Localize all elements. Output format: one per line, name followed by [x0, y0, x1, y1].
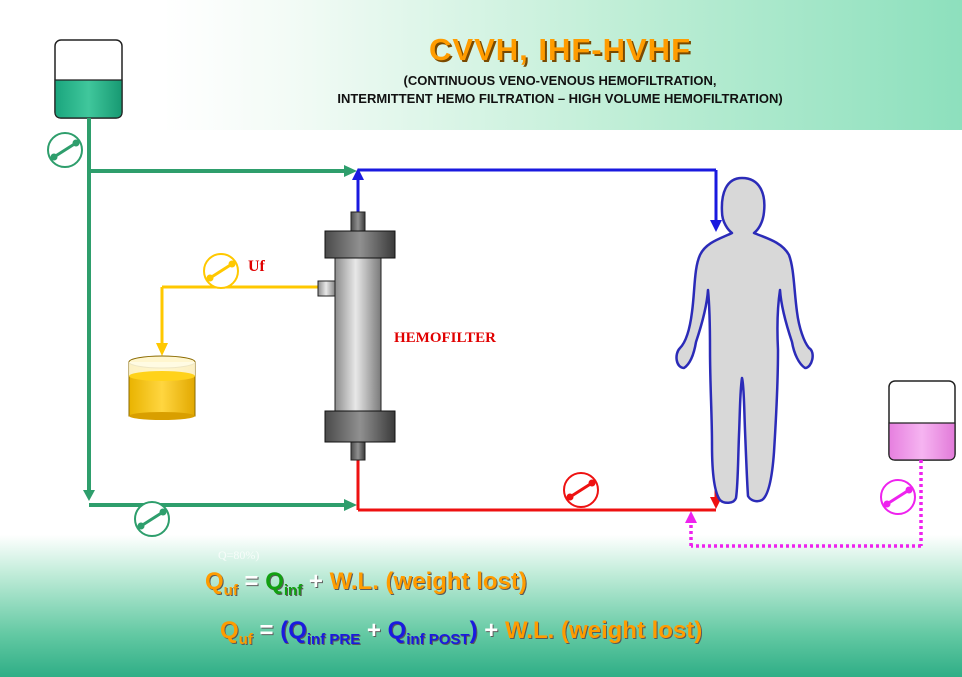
arrow-head — [710, 220, 722, 232]
arterial-access-line — [356, 352, 718, 512]
page-title: CVVH, IHF-HVHF — [429, 32, 691, 67]
footer-band — [0, 535, 962, 677]
eq1-plus: + — [308, 568, 323, 595]
infusion-bag-icon — [888, 380, 956, 461]
eq2-plus-inner: + — [366, 617, 381, 644]
eq1-equals: = — [244, 568, 259, 595]
eq1-qinf-sub: inf — [283, 582, 303, 599]
replacement-fluid-bag-icon — [54, 39, 123, 119]
eq2-open-paren: ( — [280, 617, 289, 644]
pump-icon[interactable] — [563, 472, 599, 508]
eq1-qinf: Q — [265, 568, 284, 595]
eq2-qinf-pre-sub: inf PRE — [306, 631, 361, 648]
eq1-q-sub: uf — [223, 582, 238, 599]
uf-label: Uf — [248, 258, 265, 275]
pump-icon[interactable] — [880, 479, 916, 515]
dialysate-line — [689, 460, 923, 548]
replacement-line — [87, 118, 348, 507]
arrow-head — [352, 168, 364, 180]
eq2-plus: + — [484, 617, 499, 644]
eq2-q-sub: uf — [238, 631, 253, 648]
pump-icon[interactable] — [134, 501, 170, 537]
arrow-head — [83, 490, 95, 501]
eq1-q: Q — [205, 568, 224, 595]
faint-note: Q=80%) — [218, 548, 260, 562]
eq2-qinf-post: Q — [387, 617, 407, 644]
collection-jar-icon — [128, 355, 196, 420]
arrow-head — [344, 499, 357, 511]
hemofilter-label: HEMOFILTER — [394, 330, 496, 346]
subtitle-line-2: INTERMITTENT HEMO FILTRATION – HIGH VOLU… — [337, 91, 783, 106]
pump-icon[interactable] — [47, 132, 83, 168]
patient-silhouette-icon — [675, 176, 814, 504]
equation-2: Quf = (Qinf PRE + Qinf POST) + W.L. (wei… — [220, 617, 702, 648]
pump-icon[interactable] — [203, 253, 239, 289]
eq2-qinf-pre: Q — [288, 617, 307, 644]
eq2-qinf-post-sub: inf POST — [406, 631, 470, 648]
arrow-head — [685, 511, 697, 523]
eq1-weight-lost: W.L. (weight lost) — [329, 568, 527, 595]
eq2-close-paren: ) — [469, 617, 478, 644]
subtitle-line-1: (CONTINUOUS VENO-VENOUS HEMOFILTRATION, — [403, 73, 717, 88]
equation-1: Quf = Qinf + W.L. (weight lost) — [205, 568, 527, 599]
arrow-head — [156, 343, 168, 356]
hemofilter-cartridge-icon — [317, 211, 396, 461]
arrow-head — [344, 165, 357, 177]
venous-return-line — [356, 168, 718, 222]
eq2-weight-lost: W.L. (weight lost) — [504, 617, 703, 644]
header-band — [0, 0, 962, 130]
eq2-q: Q — [220, 617, 239, 644]
eq2-equals: = — [259, 617, 274, 644]
ultrafiltrate-line — [160, 285, 318, 345]
